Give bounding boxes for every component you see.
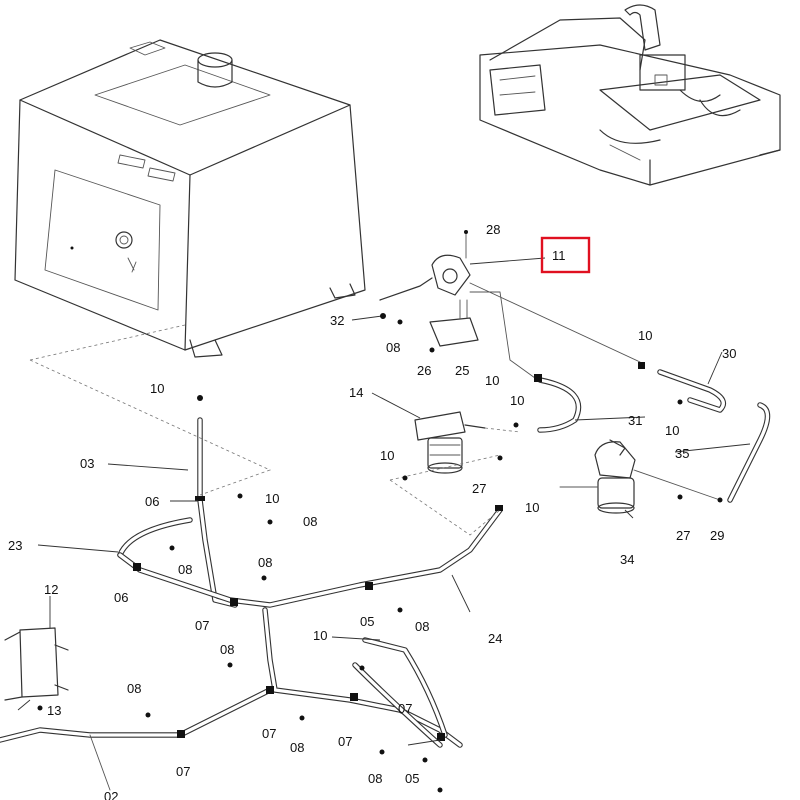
label-35: 35 xyxy=(675,446,689,461)
label-08: 08 xyxy=(386,340,400,355)
bracket xyxy=(4,627,69,701)
fuel-filter xyxy=(414,411,486,474)
label-05: 05 xyxy=(360,614,374,629)
label-08: 08 xyxy=(415,619,429,634)
label-08: 08 xyxy=(303,514,317,529)
label-14: 14 xyxy=(349,385,363,400)
part-labels: 28 11 32 08 26 25 10 30 10 14 10 31 10 1… xyxy=(8,222,736,800)
excavator-inset xyxy=(479,4,781,186)
label-30: 30 xyxy=(722,346,736,361)
label-07: 07 xyxy=(262,726,276,741)
label-06: 06 xyxy=(114,590,128,605)
label-07: 07 xyxy=(195,618,209,633)
label-07: 07 xyxy=(398,701,412,716)
label-31: 31 xyxy=(628,413,642,428)
label-10: 10 xyxy=(265,491,279,506)
label-11: 11 xyxy=(552,248,566,263)
label-34: 34 xyxy=(620,552,634,567)
label-03: 03 xyxy=(80,456,94,471)
label-05: 05 xyxy=(405,771,419,786)
label-10: 10 xyxy=(313,628,327,643)
label-10: 10 xyxy=(380,448,394,463)
reference-lines xyxy=(29,324,521,536)
label-08: 08 xyxy=(258,555,272,570)
label-27: 27 xyxy=(472,481,486,496)
label-10: 10 xyxy=(150,381,164,396)
label-32: 32 xyxy=(330,313,344,328)
label-27: 27 xyxy=(676,528,690,543)
label-08: 08 xyxy=(368,771,382,786)
label-02: 02 xyxy=(104,789,118,800)
label-10: 10 xyxy=(638,328,652,343)
label-07: 07 xyxy=(176,764,190,779)
label-07: 07 xyxy=(338,734,352,749)
label-25: 25 xyxy=(455,363,469,378)
label-23: 23 xyxy=(8,538,22,553)
label-10: 10 xyxy=(525,500,539,515)
label-10: 10 xyxy=(510,393,524,408)
label-13: 13 xyxy=(47,703,61,718)
filter-head-assembly xyxy=(379,230,641,379)
hose-clamps xyxy=(133,362,645,741)
fuel-tank xyxy=(14,39,366,358)
water-separator xyxy=(559,439,721,514)
highlight-box xyxy=(540,236,591,274)
fasteners xyxy=(37,313,723,793)
hoses xyxy=(0,369,771,791)
label-24: 24 xyxy=(488,631,502,646)
label-08: 08 xyxy=(178,562,192,577)
label-10: 10 xyxy=(485,373,499,388)
leader-lines xyxy=(17,257,751,746)
label-08: 08 xyxy=(290,740,304,755)
label-29: 29 xyxy=(710,528,724,543)
label-10: 10 xyxy=(665,423,679,438)
label-08: 08 xyxy=(220,642,234,657)
label-26: 26 xyxy=(417,363,431,378)
label-28: 28 xyxy=(486,222,500,237)
label-06: 06 xyxy=(145,494,159,509)
label-08: 08 xyxy=(127,681,141,696)
label-12: 12 xyxy=(44,582,58,597)
